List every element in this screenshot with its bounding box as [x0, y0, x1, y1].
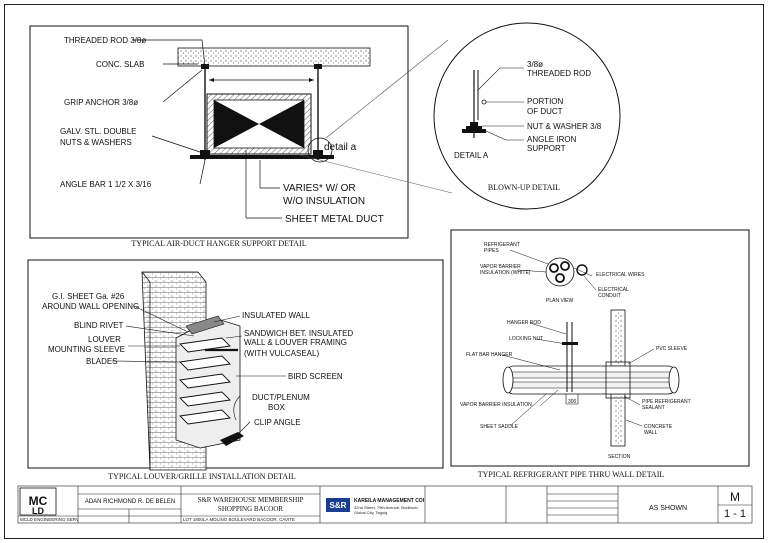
svg-text:S&R: S&R [330, 501, 347, 510]
svg-text:LD: LD [32, 506, 44, 516]
louver-detail: G.I. SHEET Ga. #26 AROUND WALL OPENING B… [27, 259, 444, 481]
label-sandwich-line1: SANDWICH BET. INSULATED [244, 329, 353, 338]
hanger-frame [29, 25, 409, 239]
label-elec-wires: ELECTRICAL WIRES [596, 272, 645, 278]
label-vapor-ins: VAPOR BARRIER INSULATION [460, 402, 532, 408]
label-section: SECTION [608, 454, 631, 460]
duct-cross [214, 100, 304, 148]
angle-bar [190, 155, 334, 159]
label-gi-line2: AROUND WALL OPENING [42, 302, 139, 311]
label-galv-line2: NUTS & WASHERS [60, 138, 132, 147]
label-dim: 300 [568, 399, 577, 405]
label-threaded-rod: THREADED ROD 3/8ø [64, 36, 146, 45]
label-mount-line1: LOUVER [88, 335, 121, 344]
project-title-line2: SHOPPING BACOOR [217, 505, 284, 513]
label-flat-bar: FLAT BAR HANGER [466, 352, 513, 358]
label-duct-line1: DUCT/PLENUM [252, 393, 310, 402]
project-location: LOT 1800LA MOLINO BOULEVARD BACOOR, CAVI… [183, 517, 296, 522]
firm-name: MCLD ENGINEERING SERVICES [20, 517, 78, 522]
label-conc-slab: CONC. SLAB [96, 60, 144, 69]
label-angle-line1: ANGLE IRON [527, 135, 577, 144]
scale-value: AS SHOWN [648, 505, 688, 512]
label-angle-line2: SUPPORT [527, 144, 566, 153]
label-nut-washer: NUT & WASHER 3/8 [527, 122, 602, 131]
label-detail-a-blown: DETAIL A [454, 151, 489, 160]
label-pipes-line1: REFRIGERANT [484, 242, 520, 248]
label-pipes-line2: PIPES [484, 248, 499, 254]
caption-refrigerant: TYPICAL REFRIGERANT PIPE THRU WALL DETAI… [478, 470, 665, 479]
label-sandwich-line3: (WITH VULCASEAL) [244, 349, 319, 358]
louver-blades [179, 337, 231, 425]
label-bird-screen: BIRD SCREEN [288, 372, 343, 381]
label-plan-view: PLAN VIEW [546, 298, 574, 304]
label-blades: BLADES [86, 357, 118, 366]
owner-address-line1: 32nd Street, 79th Avenue, Bonifacio [354, 505, 418, 510]
plan-view-drawing [545, 257, 588, 287]
label-vapor-line1: VAPOR BARRIER [480, 264, 521, 270]
caption-hanger: TYPICAL AIR-DUCT HANGER SUPPORT DETAIL [131, 239, 306, 248]
label-duct-line2: BOX [268, 403, 286, 412]
label-galv-line1: GALV. STL. DOUBLE [60, 127, 136, 136]
label-angle-bar: ANGLE BAR 1 1/2 X 3/16 [60, 180, 152, 189]
label-portion-line1: PORTION [527, 97, 564, 106]
blown-up-circle [433, 22, 621, 210]
owner-name: KAREILA MANAGEMENT CORP. [354, 498, 424, 504]
label-varies-line1: VARIES* W/ OR [283, 183, 356, 194]
label-clip-angle: CLIP ANGLE [254, 418, 301, 427]
sheet-letter: M [730, 490, 740, 504]
label-insulated-wall: INSULATED WALL [242, 311, 311, 320]
concrete-slab [177, 47, 371, 67]
label-elec-cond-line2: CONDUIT [598, 293, 621, 299]
blown-up-detail: 3/8ø THREADED ROD PORTION OF DUCT NUT & … [433, 22, 621, 210]
label-portion-line2: OF DUCT [527, 107, 563, 116]
louver-frame [27, 259, 444, 469]
sheet-number: 1 - 1 [723, 508, 746, 520]
label-elec-cond-line1: ELECTRICAL [598, 287, 629, 293]
project-title-line1: S&R WAREHOUSE MEMBERSHIP [197, 496, 304, 504]
label-pvc-sleeve: PVC SLEEVE [656, 346, 688, 352]
detail-a-callout-circle [307, 137, 333, 163]
label-rod-line1: 3/8ø [527, 60, 543, 69]
engineer-name: ADAN RICHMOND R. DE BELEN [84, 499, 176, 505]
hanger-detail: THREADED ROD 3/8ø CONC. SLAB GRIP ANCHOR… [29, 25, 453, 248]
owner-logo: S&R [326, 498, 350, 512]
label-sheet-saddle: SHEET SADDLE [480, 424, 519, 430]
label-sheet-metal-duct: SHEET METAL DUCT [285, 214, 384, 225]
svg-text:MC: MC [29, 494, 48, 508]
label-locking-nut: LOCKING NUT [509, 336, 543, 342]
caption-blown-up: BLOWN-UP DETAIL [488, 183, 560, 192]
firm-logo: MC LD [19, 487, 57, 516]
label-blind-rivet: BLIND RIVET [74, 321, 123, 330]
label-grip-anchor: GRIP ANCHOR 3/8ø [64, 98, 138, 107]
label-rod-line2: THREADED ROD [527, 69, 591, 78]
label-hanger-rod: HANGER ROD [507, 320, 541, 326]
drawing-sheet-border [4, 4, 764, 539]
section-drawing [502, 309, 680, 447]
label-concrete-line2: WALL [644, 430, 658, 436]
refrigerant-frame [450, 229, 750, 467]
label-detail-a: detail a [324, 142, 357, 153]
pvc-sleeve [605, 361, 631, 399]
caption-louver: TYPICAL LOUVER/GRILLE INSTALLATION DETAI… [108, 472, 296, 481]
pipe-insulation [505, 365, 677, 395]
label-varies-line2: W/O INSULATION [283, 196, 365, 207]
label-sealant-line1: PIPE REFRIGERANT [642, 399, 691, 405]
label-concrete-line1: CONCRETE [644, 424, 673, 430]
label-vapor-line2: INSULATION (WHITE) [480, 270, 531, 276]
label-sandwich-line2: WALL & LOUVER FRAMING [244, 338, 347, 347]
label-mount-line2: MOUNTING SLEEVE [48, 345, 125, 354]
label-gi-line1: G.I. SHEET Ga. #26 [52, 292, 125, 301]
label-sealant-line2: SEALANT [642, 405, 665, 411]
owner-address-line2: Global City, Taguig [354, 510, 388, 515]
title-block-grid [17, 485, 753, 524]
refrigerant-detail: REFRIGERANT PIPES VAPOR BARRIER INSULATI… [450, 229, 750, 479]
